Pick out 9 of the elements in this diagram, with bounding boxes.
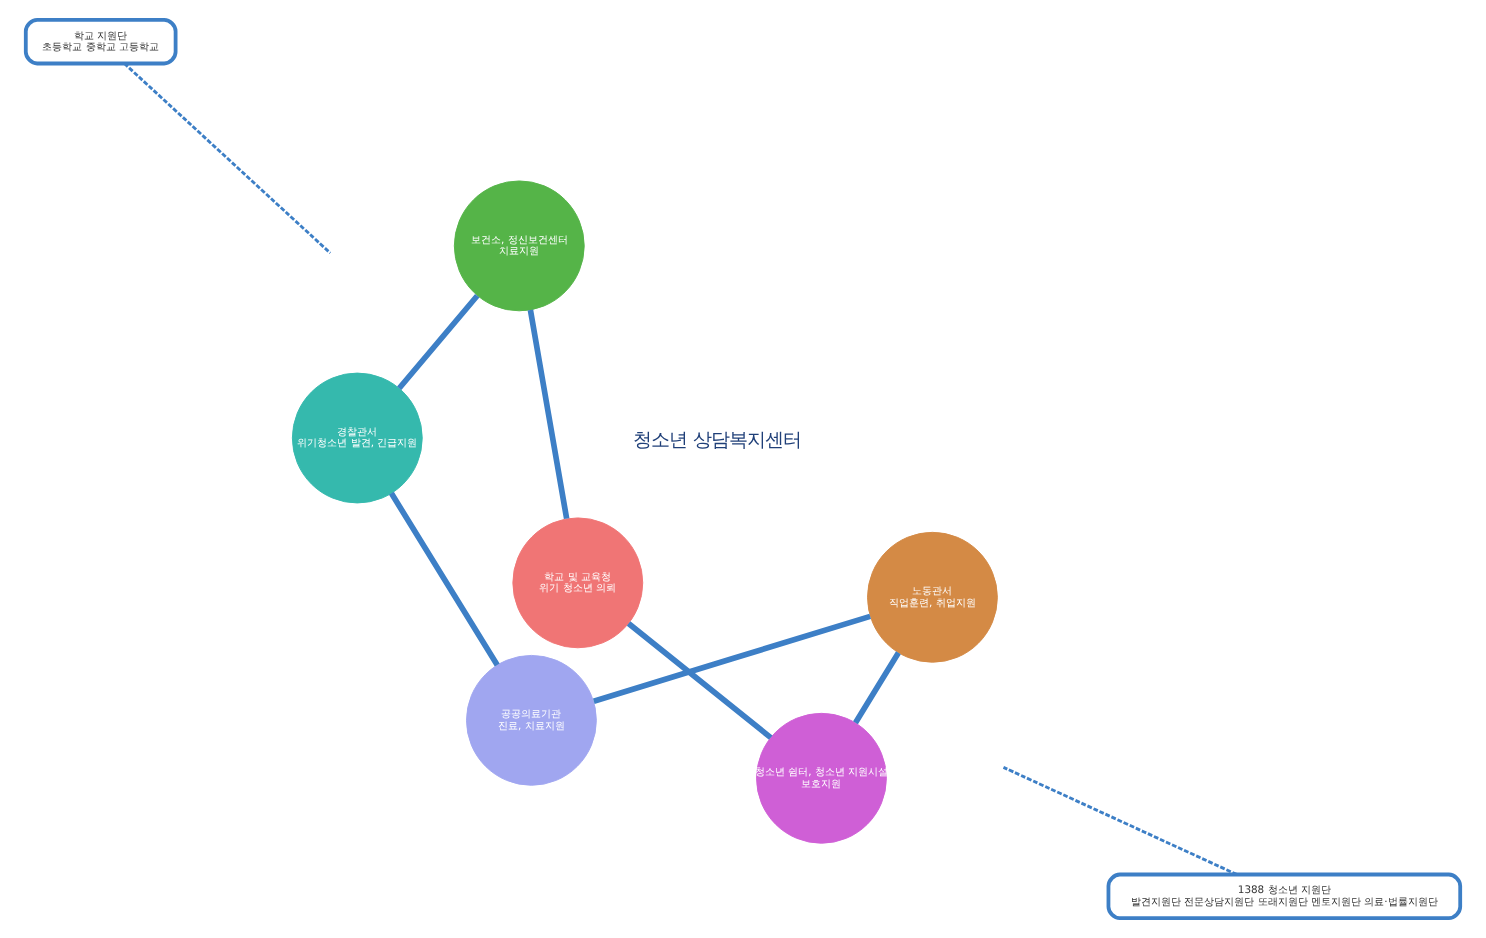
connector xyxy=(123,62,332,255)
connector xyxy=(389,491,500,667)
connector xyxy=(397,293,480,391)
connector xyxy=(527,309,570,520)
connector xyxy=(592,613,872,704)
connector xyxy=(626,621,773,740)
node-text: 청소년 상담복지센터 xyxy=(632,429,801,452)
connector xyxy=(1002,766,1238,876)
connector xyxy=(853,651,901,725)
